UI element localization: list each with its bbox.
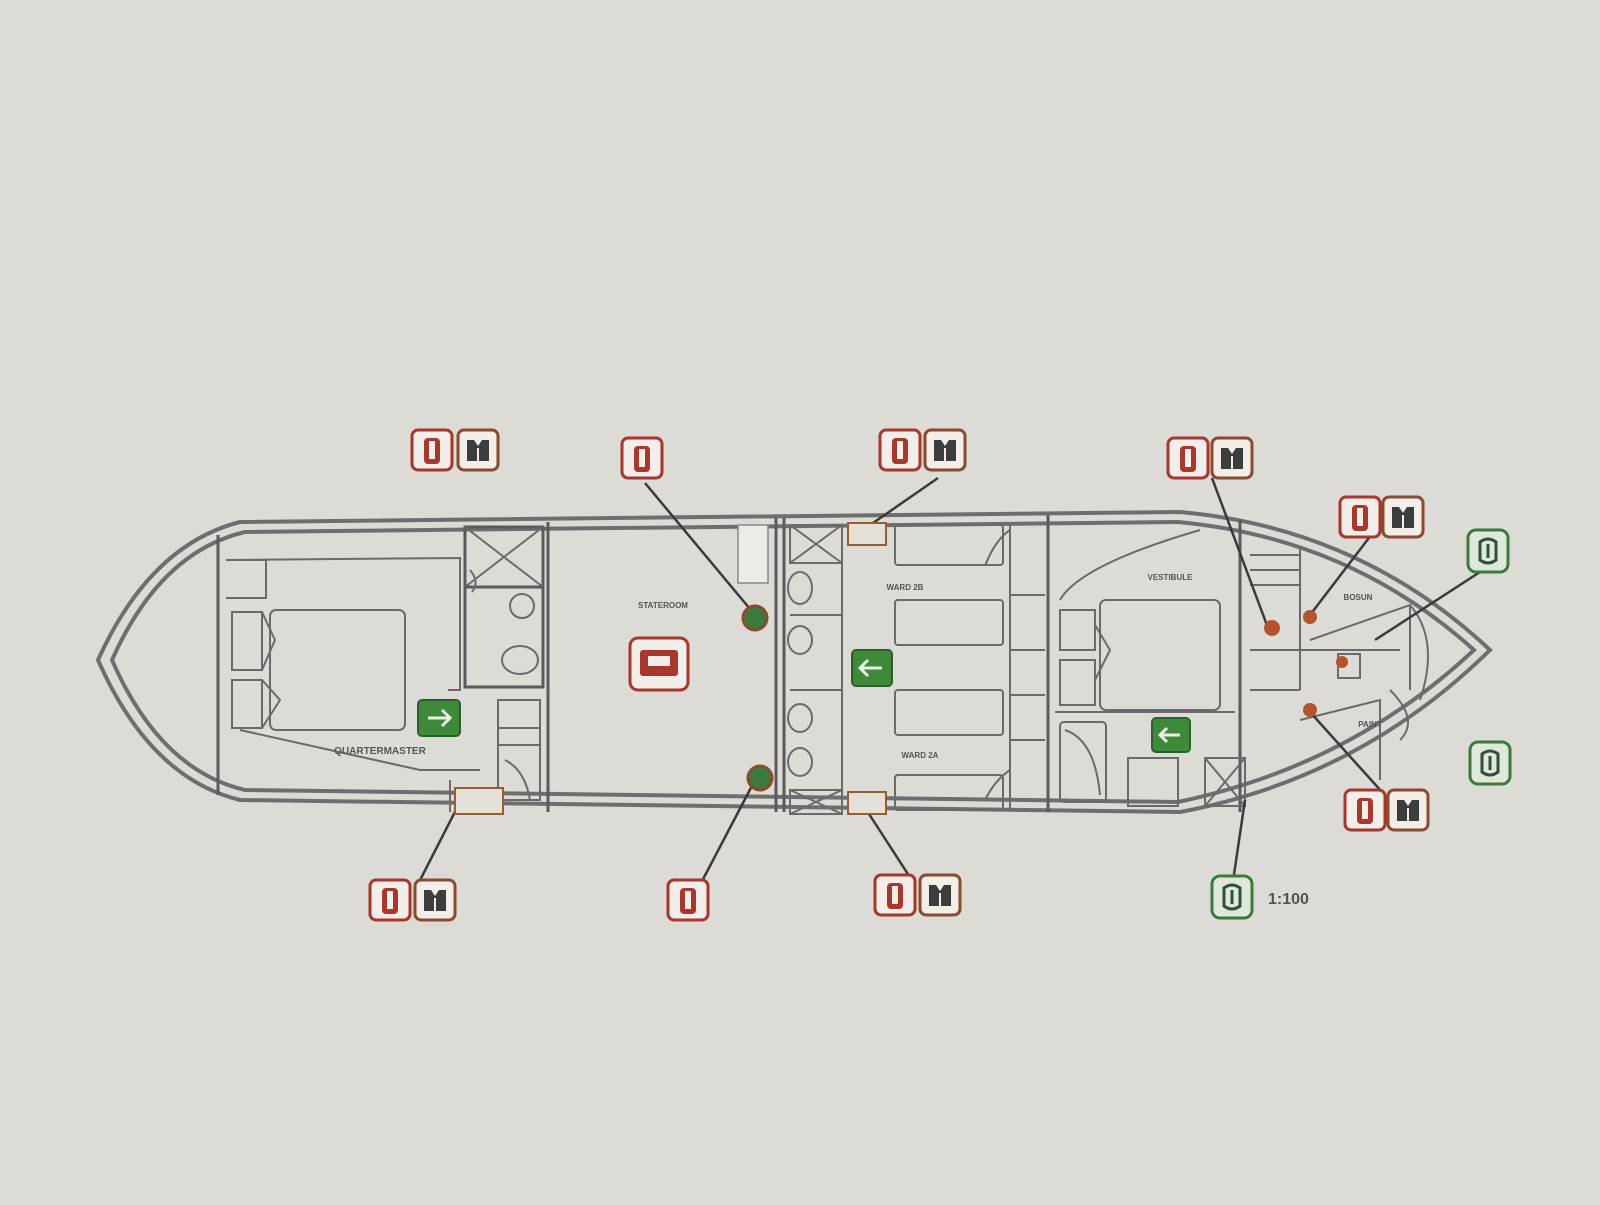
corridor-compartments: WARD 2B WARD 2A bbox=[787, 524, 1045, 815]
fire-extinguisher-icon bbox=[666, 878, 710, 922]
aft-compartment: QUARTERMASTER bbox=[216, 535, 480, 812]
fire-extinguisher-icon bbox=[620, 436, 664, 480]
bow-marker-lower bbox=[1303, 703, 1317, 717]
room-label-aft: QUARTERMASTER bbox=[334, 746, 426, 757]
leader-lines bbox=[413, 476, 1481, 891]
room-label-corridor-lower: WARD 2A bbox=[902, 751, 939, 760]
hull-outline bbox=[95, 509, 1493, 815]
aft-service-block bbox=[463, 525, 545, 801]
room-label-mid: STATEROOM bbox=[638, 601, 688, 610]
fire-point-sign bbox=[628, 636, 690, 692]
fire-alarm-marker bbox=[741, 604, 769, 632]
assembly-point-icon bbox=[1466, 528, 1510, 574]
room-label-bow-lower: PAINT bbox=[1358, 720, 1382, 729]
bow-marker-aft bbox=[1264, 620, 1280, 636]
lifejacket-icon bbox=[413, 878, 457, 922]
lifejacket-icon bbox=[1386, 788, 1430, 832]
exit-sign-forward bbox=[1151, 717, 1191, 753]
lifejacket-icon bbox=[923, 428, 967, 472]
plan-equipment-marks bbox=[454, 522, 887, 815]
room-label-bow-upper: BOSUN bbox=[1344, 593, 1373, 602]
room-label-corridor-upper: WARD 2B bbox=[887, 583, 924, 592]
room-label-forward: VESTIBULE bbox=[1148, 573, 1194, 582]
exit-sign-aft bbox=[417, 699, 461, 737]
lifejacket-icon bbox=[1210, 436, 1254, 480]
fire-extinguisher-icon bbox=[873, 873, 917, 917]
fire-extinguisher-icon bbox=[1338, 495, 1382, 539]
fire-extinguisher-icon bbox=[1166, 436, 1210, 480]
scale-note: 1:100 bbox=[1268, 891, 1309, 908]
assembly-point-icon bbox=[1210, 874, 1254, 920]
lifejacket-icon bbox=[456, 428, 500, 472]
fire-extinguisher-icon bbox=[410, 428, 454, 472]
fire-extinguisher-icon bbox=[368, 878, 412, 922]
lifejacket-icon bbox=[1381, 495, 1425, 539]
exit-sign-mid bbox=[851, 649, 893, 687]
fire-extinguisher-icon bbox=[1343, 788, 1387, 832]
bow-compartments: BOSUN PAINT bbox=[1250, 548, 1429, 780]
lifejacket-icon bbox=[918, 873, 962, 917]
assembly-point-icon bbox=[1468, 740, 1512, 786]
fire-alarm-marker-lower bbox=[746, 764, 774, 792]
forward-compartment: VESTIBULE bbox=[1055, 529, 1246, 807]
locker bbox=[737, 524, 769, 584]
bow-marker-mid bbox=[1336, 656, 1348, 668]
fire-extinguisher-icon bbox=[878, 428, 922, 472]
bow-marker-upper bbox=[1303, 610, 1317, 624]
safety-signs: 1:100 bbox=[368, 428, 1512, 922]
